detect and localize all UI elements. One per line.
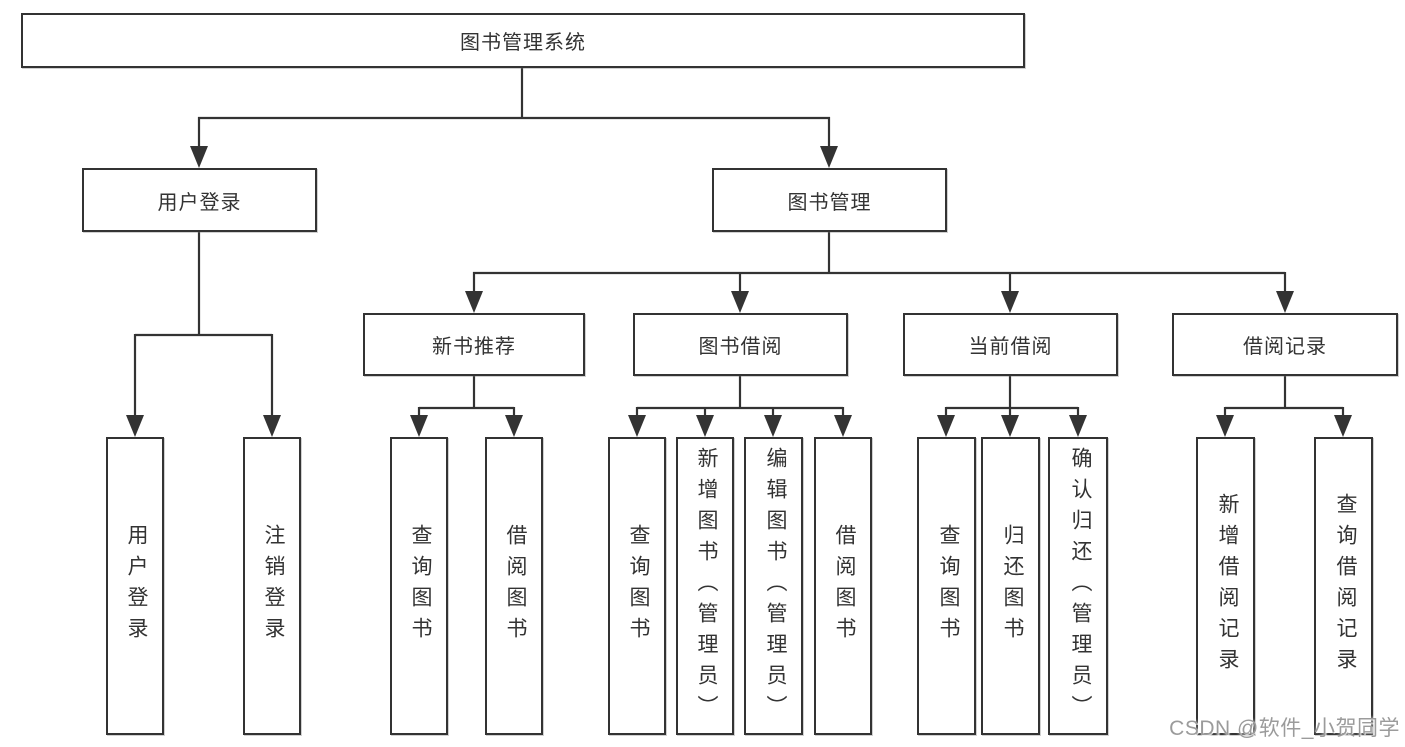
arrowhead-icon (1069, 415, 1087, 437)
csdn-watermark: CSDN @软件_小贺同学 (1169, 717, 1400, 740)
leaf-borrow-book-borrow: 借阅图书 (814, 437, 872, 735)
arrowhead-icon (731, 291, 749, 313)
node-book-management: 图书管理 (712, 168, 947, 232)
leaf-query-book-current: 查询图书 (917, 437, 976, 735)
leaf-query-book-borrow: 查询图书 (608, 437, 666, 735)
leaf-return-book: 归还图书 (981, 437, 1040, 735)
arrowhead-icon (1334, 415, 1352, 437)
arrowhead-icon (937, 415, 955, 437)
leaf-query-book-newbook: 查询图书 (390, 437, 448, 735)
node-root: 图书管理系统 (21, 13, 1025, 68)
arrowhead-icon (834, 415, 852, 437)
node-user-login: 用户登录 (82, 168, 317, 232)
node-borrow-records: 借阅记录 (1172, 313, 1398, 376)
leaf-query-borrow-record: 查询借阅记录 (1314, 437, 1373, 735)
arrowhead-icon (1001, 415, 1019, 437)
arrowhead-icon (410, 415, 428, 437)
leaf-confirm-return-admin: 确认归还（管理员） (1048, 437, 1108, 735)
arrowhead-icon (1001, 291, 1019, 313)
arrowhead-icon (505, 415, 523, 437)
arrowhead-icon (696, 415, 714, 437)
leaf-borrow-book-newbook: 借阅图书 (485, 437, 543, 735)
arrowhead-icon (126, 415, 144, 437)
leaf-add-borrow-record: 新增借阅记录 (1196, 437, 1255, 735)
arrowhead-icon (820, 146, 838, 168)
arrowhead-icon (1276, 291, 1294, 313)
leaf-user-login: 用户登录 (106, 437, 164, 735)
arrowhead-icon (1216, 415, 1234, 437)
arrowhead-icon (263, 415, 281, 437)
leaf-edit-book-admin: 编辑图书（管理员） (744, 437, 803, 735)
arrowhead-icon (764, 415, 782, 437)
node-current-borrow: 当前借阅 (903, 313, 1118, 376)
leaf-add-book-admin: 新增图书（管理员） (676, 437, 734, 735)
leaf-logout: 注销登录 (243, 437, 301, 735)
arrowhead-icon (628, 415, 646, 437)
arrowhead-icon (465, 291, 483, 313)
node-book-borrow: 图书借阅 (633, 313, 848, 376)
arrowhead-icon (190, 146, 208, 168)
node-new-book-recommend: 新书推荐 (363, 313, 585, 376)
